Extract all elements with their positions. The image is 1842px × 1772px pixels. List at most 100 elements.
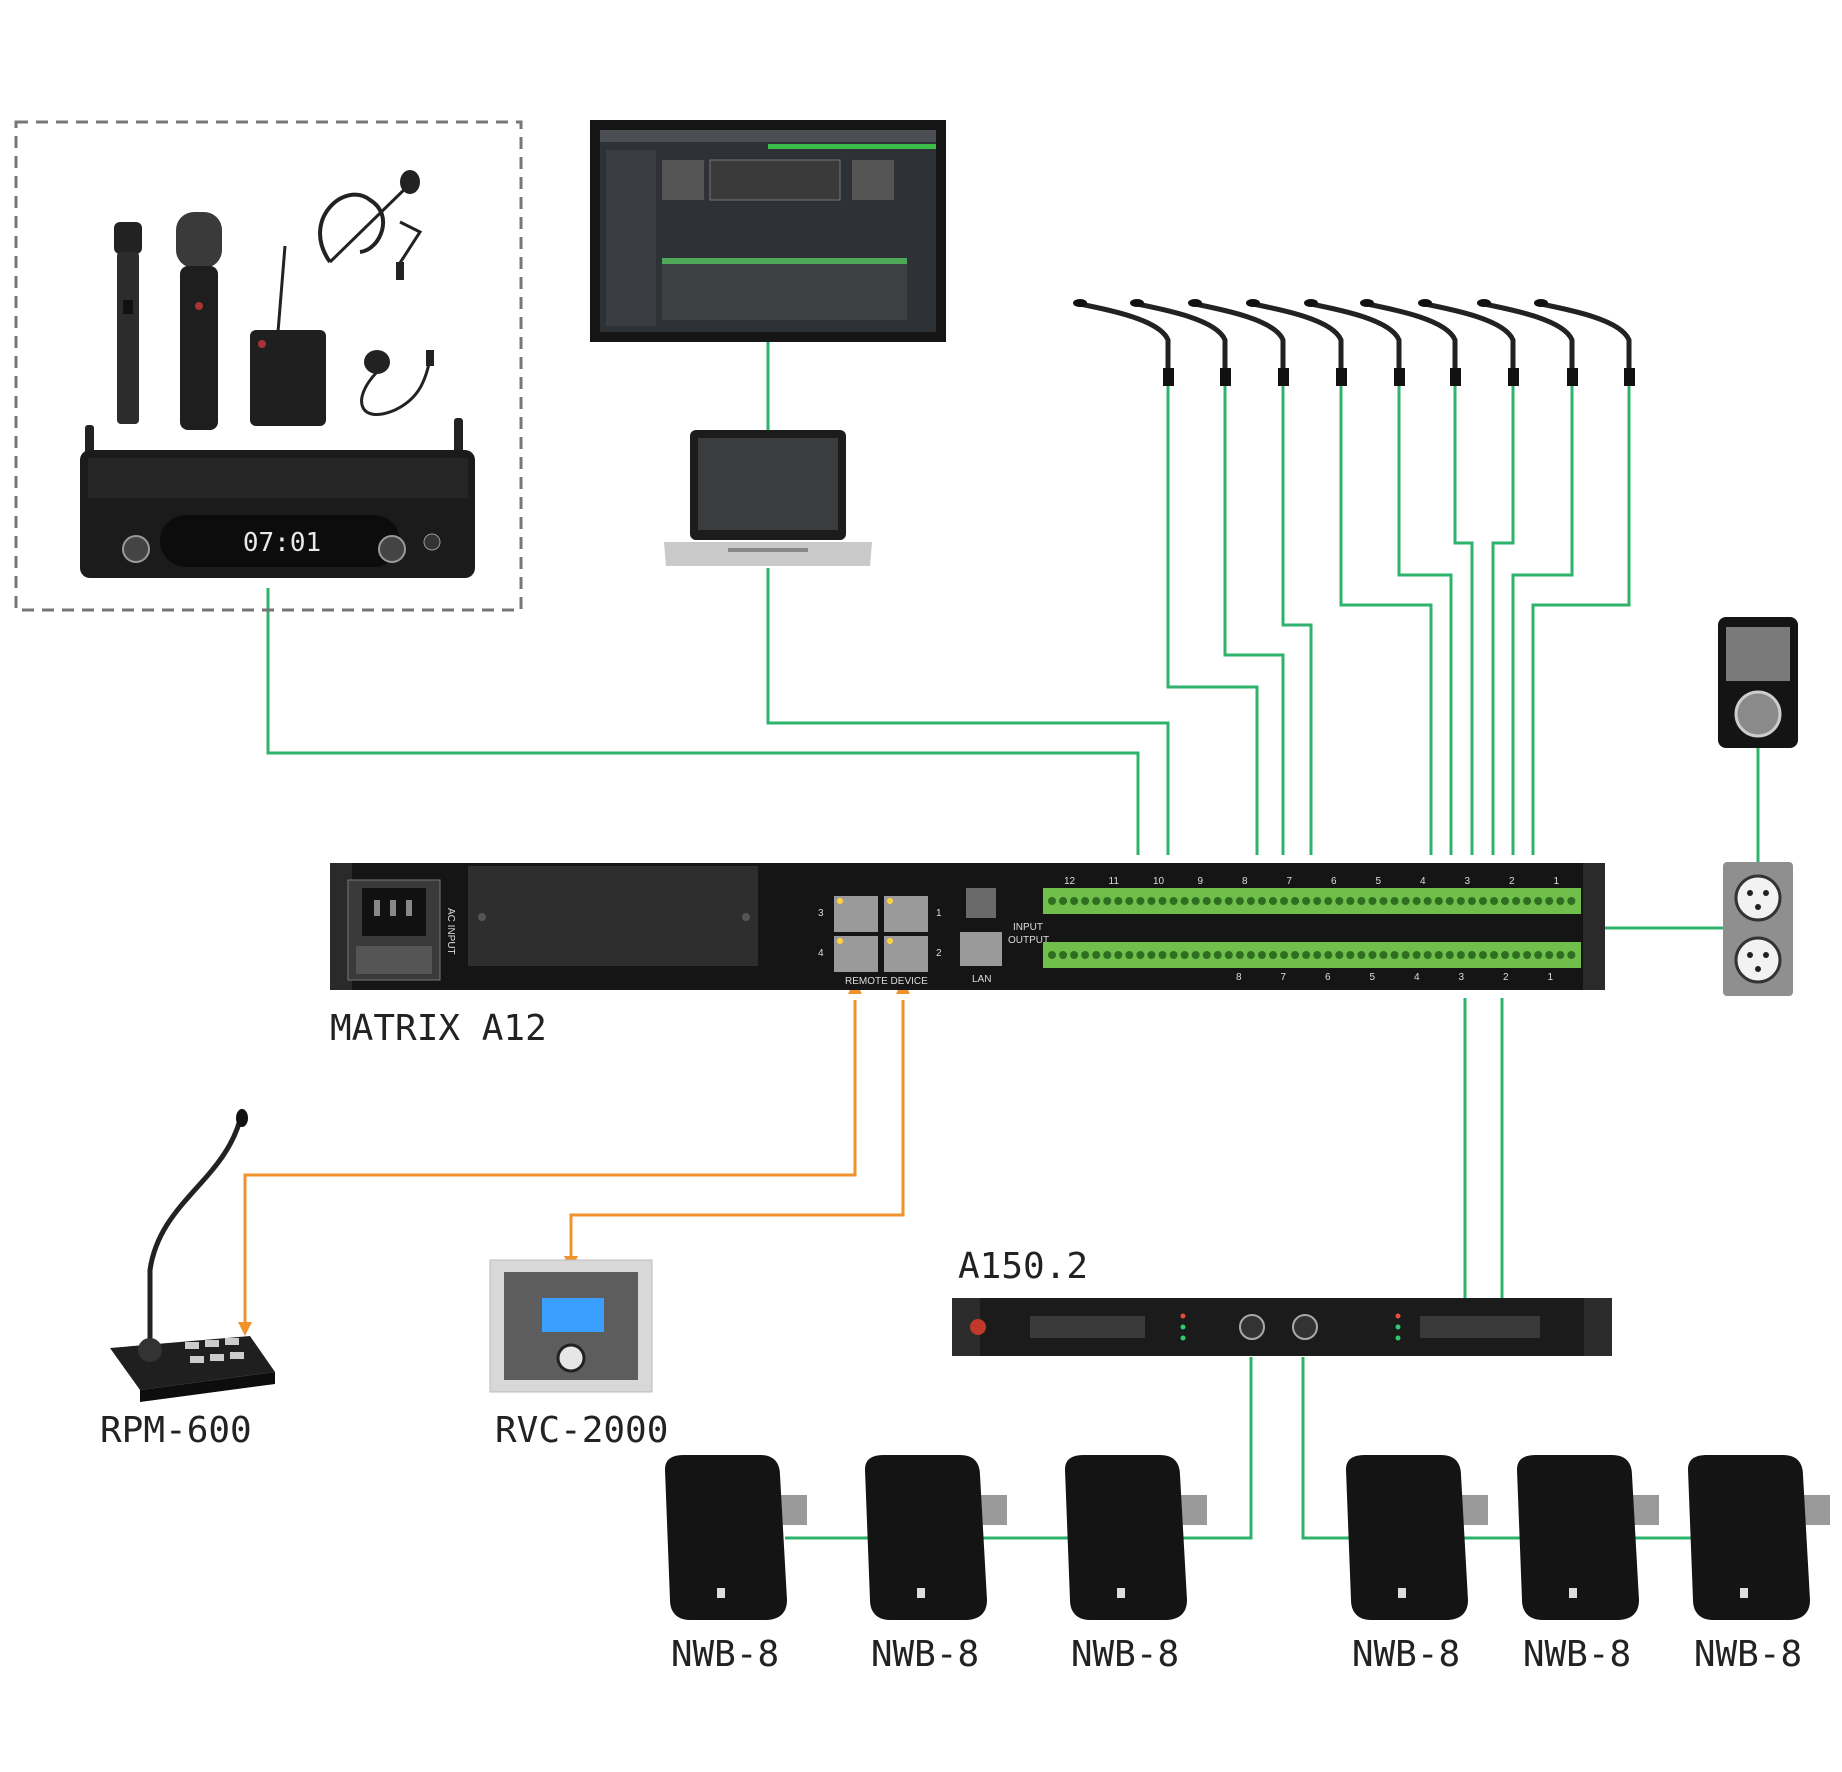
lan-indicator [966,888,996,918]
terminal-screw [1070,897,1079,905]
output-channel-number: 5 [1370,972,1376,983]
paging-button-icon[interactable] [190,1356,204,1363]
terminal-screw [1291,897,1300,905]
terminal-screw [1456,951,1465,959]
speaker-nwb-8: NWB-8 [1346,1455,1488,1675]
terminal-screw [1114,951,1123,959]
terminal-screw [1269,897,1277,905]
terminal-screw [1423,951,1432,959]
terminal-screw [1136,897,1145,905]
port-number: 3 [818,908,824,919]
pager-label: RPM-600 [100,1410,252,1451]
terminal-screw [1390,951,1399,959]
terminal-screw [1379,897,1388,905]
terminal-screws [1048,897,1576,959]
monitor [590,120,946,342]
terminal-screw [1478,951,1487,959]
input-channel-number: 1 [1554,876,1560,887]
volume-knob-icon[interactable] [378,535,406,563]
speaker-nwb-8: NWB-8 [1065,1455,1207,1675]
level-knob-icon[interactable] [1292,1314,1318,1340]
paging-button-icon[interactable] [230,1352,244,1359]
wire-mic-9 [1531,385,1631,855]
terminal-screw [1412,951,1421,959]
speaker-label: NWB-8 [1071,1634,1179,1675]
wire-mic-3 [1281,385,1313,855]
terminal-screw [1512,951,1521,959]
terminal-screw [1125,897,1134,905]
speaker-cabinet-icon [865,1455,987,1620]
output-channel-number: 4 [1414,972,1420,983]
terminal-screw [1280,951,1289,959]
terminal-screw [1379,951,1388,959]
audio-wires [266,340,1765,1540]
paging-button-icon[interactable] [225,1338,239,1345]
terminal-screw [1324,951,1333,959]
speaker-cabinet-icon [1346,1455,1468,1620]
wireless-receiver: 07:01 [80,418,475,578]
gooseneck-mic-icon [1418,299,1519,386]
output-channel-number: 2 [1503,972,1509,983]
click-wheel-icon [1734,690,1782,738]
speaker-nwb-8: NWB-8 [665,1455,807,1675]
gooseneck-mics [1073,299,1635,386]
output-channel-number: 8 [1236,972,1242,983]
terminal-screw [1136,951,1145,959]
paging-console [110,1109,275,1402]
matrix-label: MATRIX A12 [330,1008,547,1049]
terminal-screw [1512,897,1521,905]
terminal-screw [1401,897,1410,905]
output-channel-number: 7 [1281,972,1287,983]
paging-button-icon[interactable] [205,1340,219,1347]
power-button-icon[interactable] [423,533,441,551]
terminal-screw [1467,897,1476,905]
lan-label: LAN [972,974,991,985]
output-label: OUTPUT [1008,935,1049,946]
wireless-group-frame [14,120,523,612]
terminal-screw [1180,951,1189,959]
input-terminal-strip[interactable] [1043,888,1581,914]
terminal-screw [1313,951,1322,959]
lan-port-icon[interactable] [960,932,1002,966]
level-knob-icon[interactable] [1239,1314,1265,1340]
terminal-screw [1534,951,1543,959]
xlr-wall-plate [1723,862,1793,996]
volume-control-screen [542,1298,604,1332]
terminal-screw [1368,897,1377,905]
speaker-logo-icon [717,1588,725,1598]
wire-mic-4 [1339,385,1433,855]
input-channel-number: 3 [1465,876,1471,887]
output-terminal-strip[interactable] [1043,942,1581,968]
paging-button-icon[interactable] [210,1354,224,1361]
speaker-cabinet-icon [1517,1455,1639,1620]
terminal-screw [1445,951,1454,959]
xlr-jack-icon [1734,874,1782,922]
wire-mic-6 [1453,385,1474,855]
terminal-screw [1423,897,1432,905]
terminal-screw [1335,951,1344,959]
volume-knob-icon[interactable] [122,535,150,563]
rotary-knob-icon[interactable] [556,1343,586,1373]
speaker-logo-icon [1117,1588,1125,1598]
wire-volume-control [569,1000,905,1262]
port-number: 4 [818,948,824,959]
paging-button-icon[interactable] [185,1342,199,1349]
gooseneck-mic-icon [1477,299,1578,386]
terminal-screw [1390,897,1399,905]
matrix-a12: AC INPUT 3 1 4 2 REMOTE DEVICE LAN INPUT… [330,863,1605,990]
terminal-screw [1346,951,1355,959]
terminal-screw [1257,951,1266,959]
terminal-screw [1357,951,1366,959]
terminal-screw [1092,951,1101,959]
speaker-logo-icon [1398,1588,1406,1598]
terminal-screw [1092,897,1101,905]
terminal-screw [1556,897,1565,905]
terminal-screw [1048,951,1056,959]
speaker-label: NWB-8 [671,1634,779,1675]
wire-mic-2 [1223,385,1285,855]
input-channel-number: 2 [1509,876,1515,887]
terminal-screw [1269,951,1277,959]
terminal-screw [1335,897,1344,905]
remote-device-label: REMOTE DEVICE [845,976,928,987]
speaker-logo-icon [1569,1588,1577,1598]
